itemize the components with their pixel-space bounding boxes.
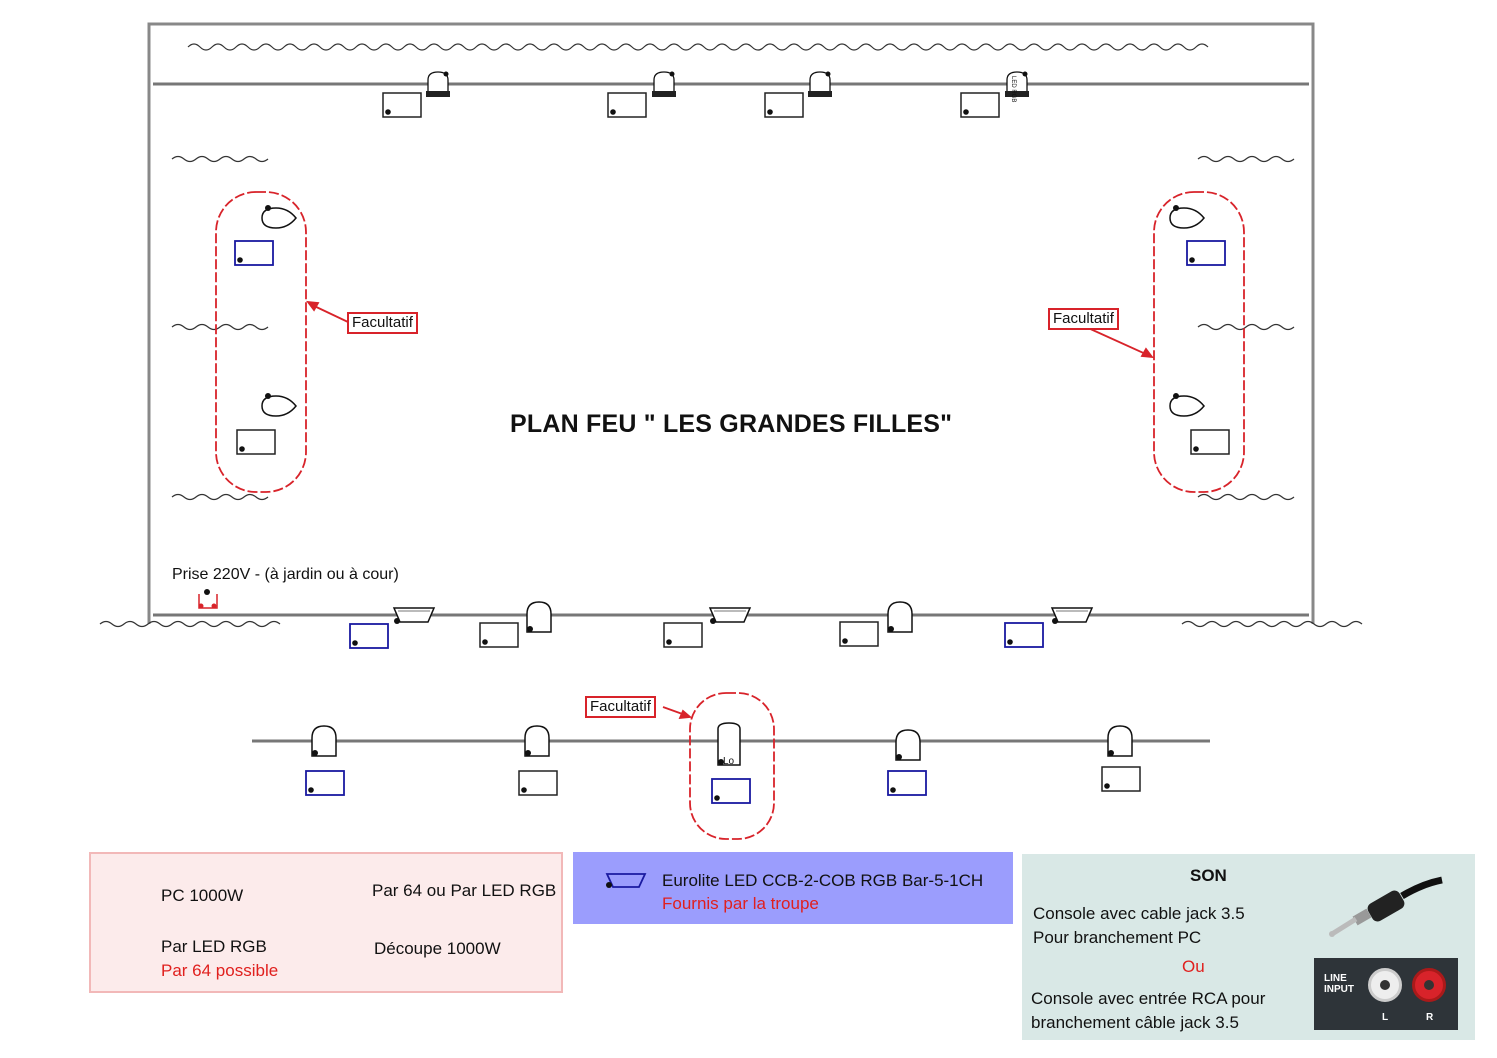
dimmer-box: [349, 623, 389, 649]
optional-tag: Facultatif: [347, 312, 418, 334]
sound-panel: SON Console avec cable jack 3.5 Pour bra…: [1022, 854, 1475, 1040]
eurolite-panel: Eurolite LED CCB-2-COB RGB Bar-5-1CH Fou…: [573, 852, 1013, 924]
pc-fixture: [526, 601, 552, 633]
legend-panel: PC 1000W Par 64 ou Par LED RGB Par LED R…: [89, 852, 563, 993]
power-outlet-label: Prise 220V - (à jardin ou à cour): [172, 566, 399, 583]
rca-right-label: R: [1426, 1012, 1434, 1023]
optional-zones: [215, 191, 1245, 840]
legend-par64-label: Par 64 ou Par LED RGB: [372, 881, 557, 900]
pc-fixture: [895, 729, 921, 761]
dimmer-box: [764, 92, 804, 118]
legend-par-led-label: Par LED RGB: [161, 937, 267, 956]
legend-pc-label: PC 1000W: [161, 886, 244, 905]
dimmer-box: [1101, 766, 1141, 792]
pc-fixture: [1107, 725, 1133, 757]
rca-input-panel: LINE INPUT L R: [1314, 958, 1458, 1030]
led-bar-icon: [605, 873, 647, 888]
decoupe-mark: Lo: [723, 756, 735, 767]
par64-fixture: [261, 204, 297, 229]
dimmer-box: [960, 92, 1000, 118]
rca-panel-label-2: INPUT: [1324, 984, 1354, 995]
legend-par-led-alt: Par 64 possible: [161, 961, 279, 980]
par64-fixture: [261, 392, 297, 417]
rca-panel-label-1: LINE: [1324, 973, 1347, 984]
dimmer-box: [382, 92, 422, 118]
dimmer-box: [711, 778, 751, 804]
stage-outline: [147, 22, 1315, 624]
dimmer-box: [236, 429, 276, 455]
dimmer-box: [479, 622, 519, 648]
dimmer-box: [887, 770, 927, 796]
dimmer-box: [1190, 429, 1230, 455]
top-pipe-fixtures: [382, 70, 1030, 118]
rca-left-label: L: [1382, 1012, 1389, 1023]
par64-fixture: [1169, 392, 1205, 417]
par-led-mark: LED RGB: [1010, 76, 1016, 103]
dimmer-box: [663, 622, 703, 648]
pc-fixture: [887, 601, 913, 633]
eurolite-note: Fournis par la troupe: [662, 894, 819, 913]
sound-line-4: branchement câble jack 3.5: [1031, 1013, 1239, 1032]
curtain-top: [187, 43, 1209, 51]
dimmer-box: [839, 621, 879, 647]
legend-decoupe-label: Découpe 1000W: [374, 939, 501, 958]
dimmer-box: [1004, 622, 1044, 648]
sound-line-1: Console avec cable jack 3.5: [1033, 904, 1245, 923]
dimmer-box: [305, 770, 345, 796]
par-led-fixture: [1004, 70, 1030, 98]
par-led-fixture: [807, 70, 833, 98]
rca-left-jack: [1368, 968, 1402, 1002]
side-curtains: [99, 155, 1363, 628]
par-led-fixture: [651, 70, 677, 98]
dimmer-box: [234, 240, 274, 266]
front-pipe-fixtures: [349, 601, 1093, 649]
dimmer-box: [518, 770, 558, 796]
sound-line-3: Console avec entrée RCA pour: [1031, 989, 1266, 1008]
dimmer-box: [607, 92, 647, 118]
rca-right-jack: [1412, 968, 1446, 1002]
par64-fixture: [1169, 204, 1205, 229]
par-led-fixture: [425, 70, 451, 98]
optional-tag: Facultatif: [585, 696, 656, 718]
sound-line-2: Pour branchement PC: [1033, 928, 1202, 947]
optional-arrows: [306, 300, 1154, 720]
led-bar-fixture: [1051, 607, 1093, 625]
led-bar-fixture: [709, 607, 751, 625]
dimmer-box: [1186, 240, 1226, 266]
sound-title: SON: [1190, 866, 1227, 885]
power-outlet-icon: [198, 589, 218, 609]
pc-fixture: [524, 725, 550, 757]
eurolite-name: Eurolite LED CCB-2-COB RGB Bar-5-1CH: [662, 871, 984, 890]
optional-tag: Facultatif: [1048, 308, 1119, 330]
sound-or: Ou: [1182, 957, 1205, 976]
plan-title: PLAN FEU " LES GRANDES FILLES": [510, 410, 953, 438]
led-bar-fixture: [393, 607, 435, 625]
jack-cable-icon: [1329, 876, 1443, 937]
pc-fixture: [311, 725, 337, 757]
